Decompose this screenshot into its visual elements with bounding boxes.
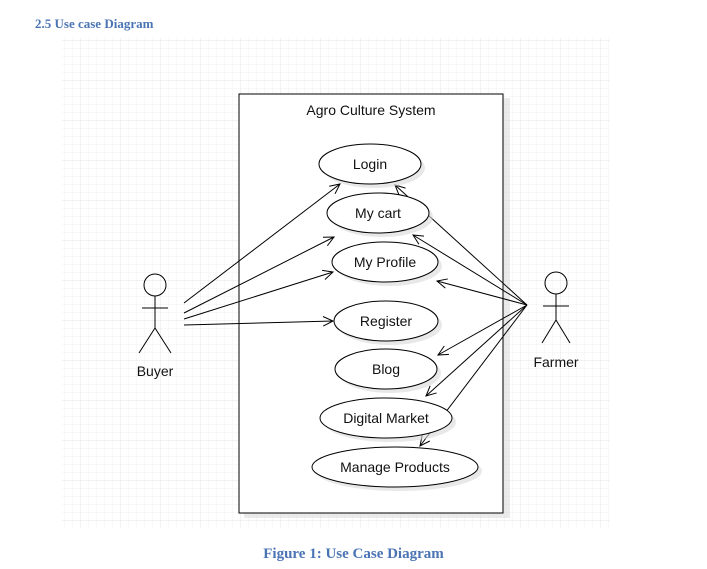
stick-figure-icon bbox=[541, 271, 571, 344]
use-case-label: Login bbox=[353, 156, 387, 172]
stick-figure-icon bbox=[138, 273, 172, 354]
use-case-label: Digital Market bbox=[343, 410, 429, 426]
association-line bbox=[183, 271, 334, 320]
association-line bbox=[183, 236, 335, 314]
use-case-label: Register bbox=[360, 313, 412, 329]
association-line bbox=[437, 304, 528, 356]
association-line bbox=[425, 304, 528, 397]
use-case-label: Blog bbox=[372, 361, 400, 377]
section-heading: 2.5 Use case Diagram bbox=[35, 16, 154, 31]
actor-buyer[interactable]: Buyer bbox=[137, 273, 174, 379]
arrowhead-icon bbox=[322, 269, 335, 280]
use-case-ellipse bbox=[318, 143, 422, 185]
arrowhead-icon bbox=[435, 278, 448, 289]
use-case-label: My cart bbox=[355, 205, 401, 221]
actor-farmer[interactable]: Farmer bbox=[533, 271, 579, 370]
arrowhead-icon bbox=[322, 236, 336, 247]
arrowhead-icon bbox=[436, 345, 450, 356]
use-case-ellipse bbox=[331, 241, 439, 283]
use-case-ellipse bbox=[326, 192, 430, 234]
use-case-ellipse bbox=[311, 446, 479, 488]
use-case-digital-market[interactable]: Digital Market bbox=[319, 397, 456, 442]
actor-label: Farmer bbox=[533, 354, 578, 370]
use-case-manage-products[interactable]: Manage Products bbox=[311, 446, 482, 491]
use-case-ellipse bbox=[333, 300, 439, 342]
actor-label: Buyer bbox=[137, 363, 174, 379]
use-case-blog[interactable]: Blog bbox=[334, 348, 441, 393]
association-line bbox=[412, 234, 528, 306]
use-case-ellipse bbox=[334, 348, 438, 390]
use-case-my-cart[interactable]: My cart bbox=[326, 192, 433, 237]
arrowhead-icon bbox=[329, 183, 341, 195]
arrowhead-icon bbox=[322, 316, 335, 327]
use-case-ellipse bbox=[319, 397, 453, 439]
use-case-label: My Profile bbox=[354, 254, 416, 270]
association-line bbox=[183, 183, 341, 304]
use-case-label: Manage Products bbox=[340, 459, 450, 475]
use-case-my-profile[interactable]: My Profile bbox=[331, 241, 442, 286]
use-case-register[interactable]: Register bbox=[333, 300, 442, 345]
associations bbox=[183, 183, 528, 447]
arrowhead-icon bbox=[412, 234, 424, 245]
arrowhead-icon bbox=[425, 385, 437, 397]
figure-caption: Figure 1: Use Case Diagram bbox=[263, 546, 444, 562]
association-line bbox=[183, 320, 334, 326]
use-case-login[interactable]: Login bbox=[318, 143, 425, 188]
system-title: Agro Culture System bbox=[306, 102, 435, 118]
association-line bbox=[436, 280, 528, 306]
